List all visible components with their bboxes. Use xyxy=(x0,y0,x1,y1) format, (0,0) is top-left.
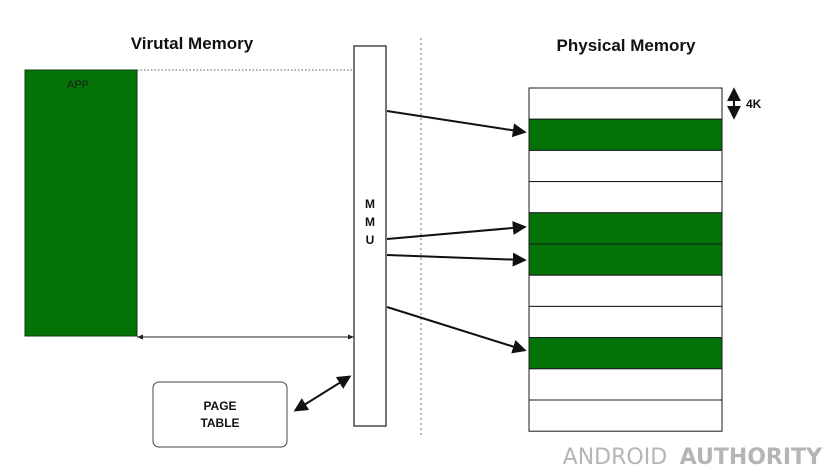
virtual-memory-title: Virutal Memory xyxy=(131,34,254,53)
frame-2-used xyxy=(528,118,723,151)
frame-4-free xyxy=(528,181,723,214)
app-memory-block xyxy=(24,69,138,337)
frame-3-free xyxy=(528,149,723,183)
watermark: ANDROID AUTHORITY xyxy=(563,445,823,470)
frame-7-free xyxy=(528,274,723,307)
frame-8-free xyxy=(528,305,723,339)
mmu-letter-1: M xyxy=(365,197,375,211)
mmu-arrow-to-frame-6 xyxy=(386,252,527,267)
mmu-box xyxy=(353,45,387,427)
watermark-part1: ANDROID xyxy=(563,445,667,470)
mmu-arrow-to-frame-9 xyxy=(386,306,527,354)
watermark-part2: AUTHORITY xyxy=(680,445,823,470)
page-table-box xyxy=(152,381,288,448)
page-size-label: 4K xyxy=(746,97,762,111)
frame-1-free xyxy=(528,87,723,120)
virtual-span-left-head xyxy=(137,334,143,340)
mmu-letter-2: M xyxy=(365,215,375,229)
mmu-letter-3: U xyxy=(366,233,375,247)
physical-memory-title: Physical Memory xyxy=(557,36,696,55)
physical-frames xyxy=(528,87,723,432)
frame-5-used xyxy=(528,212,723,245)
frame-10-free xyxy=(528,368,723,401)
frame-11-free xyxy=(528,399,723,432)
frame-9-used xyxy=(528,337,723,370)
mmu-arrow-to-frame-2 xyxy=(386,110,527,138)
page-table-mmu-arrow xyxy=(293,375,352,412)
frame-6-used xyxy=(528,243,723,276)
mmu-arrow-to-frame-5 xyxy=(386,221,527,240)
page-table-line2: TABLE xyxy=(200,416,239,430)
virtual-span-right-head xyxy=(348,334,354,340)
app-label: APP xyxy=(67,79,89,91)
page-table-line1: PAGE xyxy=(203,399,236,413)
